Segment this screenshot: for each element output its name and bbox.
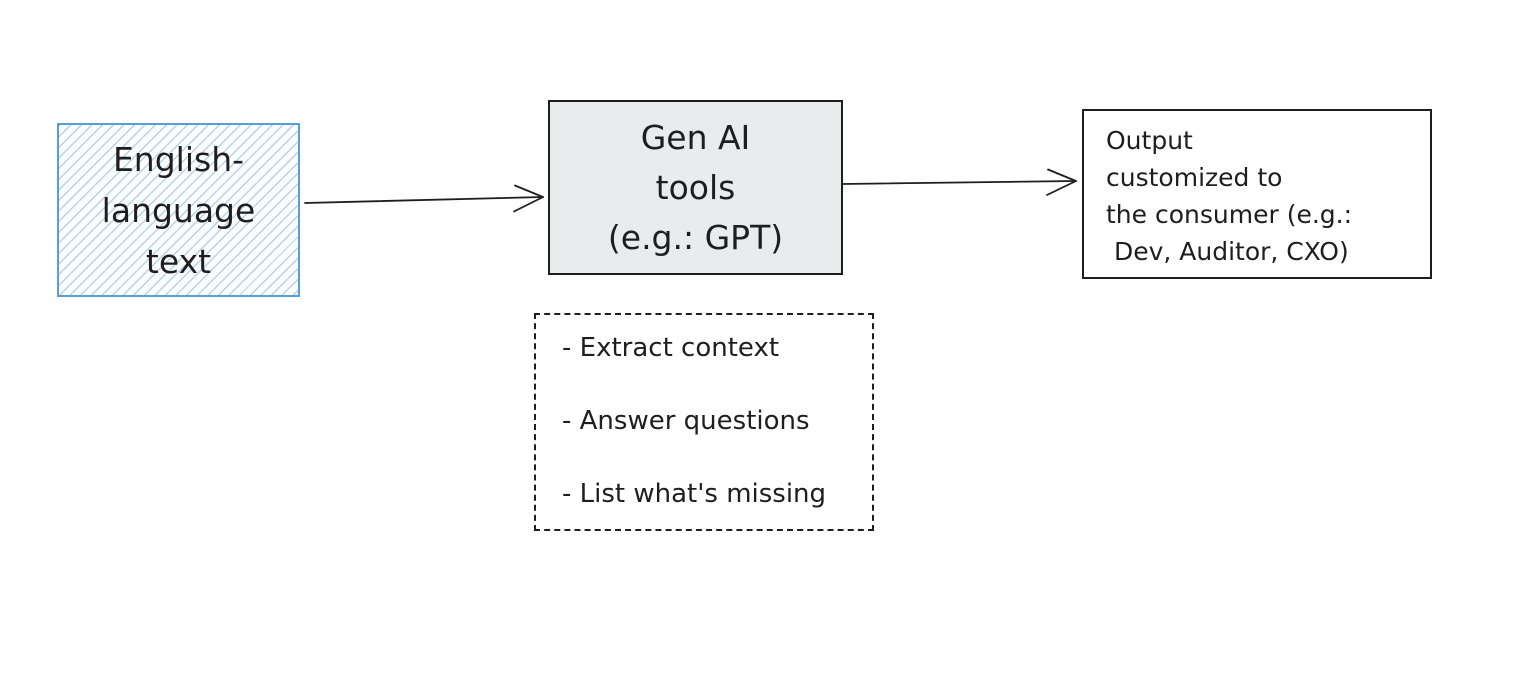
arrow-genai-to-output — [842, 168, 1077, 196]
node-output-customized-line-1: Output — [1106, 126, 1193, 155]
node-english-language-text-line-1: English- — [112, 139, 245, 179]
capabilities-list-item-1: - Extract context — [562, 333, 780, 363]
node-english-language-text-line-2: language — [101, 190, 256, 230]
capabilities-list-item-2: - Answer questions — [562, 406, 810, 436]
capabilities-list-item-3: - List what's missing — [562, 479, 827, 509]
node-output-customized-line-2: customized to — [1106, 163, 1283, 192]
node-gen-ai-tools-line-2: tools — [655, 167, 736, 207]
node-gen-ai-tools-line-3: (e.g.: GPT) — [607, 217, 784, 257]
node-output-customized: Output customized to the consumer (e.g.:… — [1082, 109, 1432, 279]
arrow-input-to-genai — [304, 184, 544, 213]
node-output-customized-line-3: the consumer (e.g.: — [1106, 200, 1353, 229]
node-english-language-text-line-3: text — [145, 241, 212, 281]
node-output-customized-line-4: Dev, Auditor, CXO) — [1106, 237, 1349, 266]
node-english-language-text: English- language text — [57, 123, 300, 297]
node-gen-ai-tools-line-1: Gen AI — [640, 117, 751, 157]
node-gen-ai-tools: Gen AI tools (e.g.: GPT) — [548, 100, 843, 275]
capabilities-list: - Extract context - Answer questions - L… — [534, 313, 874, 531]
